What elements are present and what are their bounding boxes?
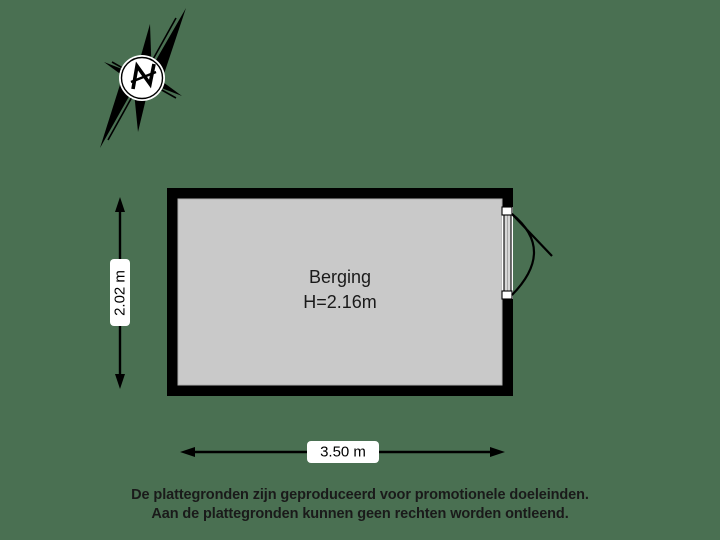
- room-berging: [167, 188, 513, 396]
- dimension-horizontal: [180, 441, 505, 463]
- swing-door-icon: [501, 206, 553, 300]
- disclaimer-line-1: De plattegronden zijn geproduceerd voor …: [131, 487, 589, 503]
- disclaimer-line-2: Aan de plattegronden kunnen geen rechten…: [151, 506, 569, 522]
- room-label-group: Berging H=2.16m: [178, 265, 502, 315]
- dimension-vertical-label: 2.02 m: [111, 270, 129, 316]
- disclaimer-footer: De plattegronden zijn geproduceerd voor …: [0, 486, 720, 524]
- dimension-horizontal-label: 3.50 m: [320, 443, 366, 461]
- room-floor: [178, 199, 502, 385]
- dimension-vertical: [110, 197, 130, 389]
- north-arrow-icon: [100, 8, 186, 148]
- room-name-label: Berging: [308, 267, 372, 287]
- room-height-label: H=2.16m: [303, 292, 377, 312]
